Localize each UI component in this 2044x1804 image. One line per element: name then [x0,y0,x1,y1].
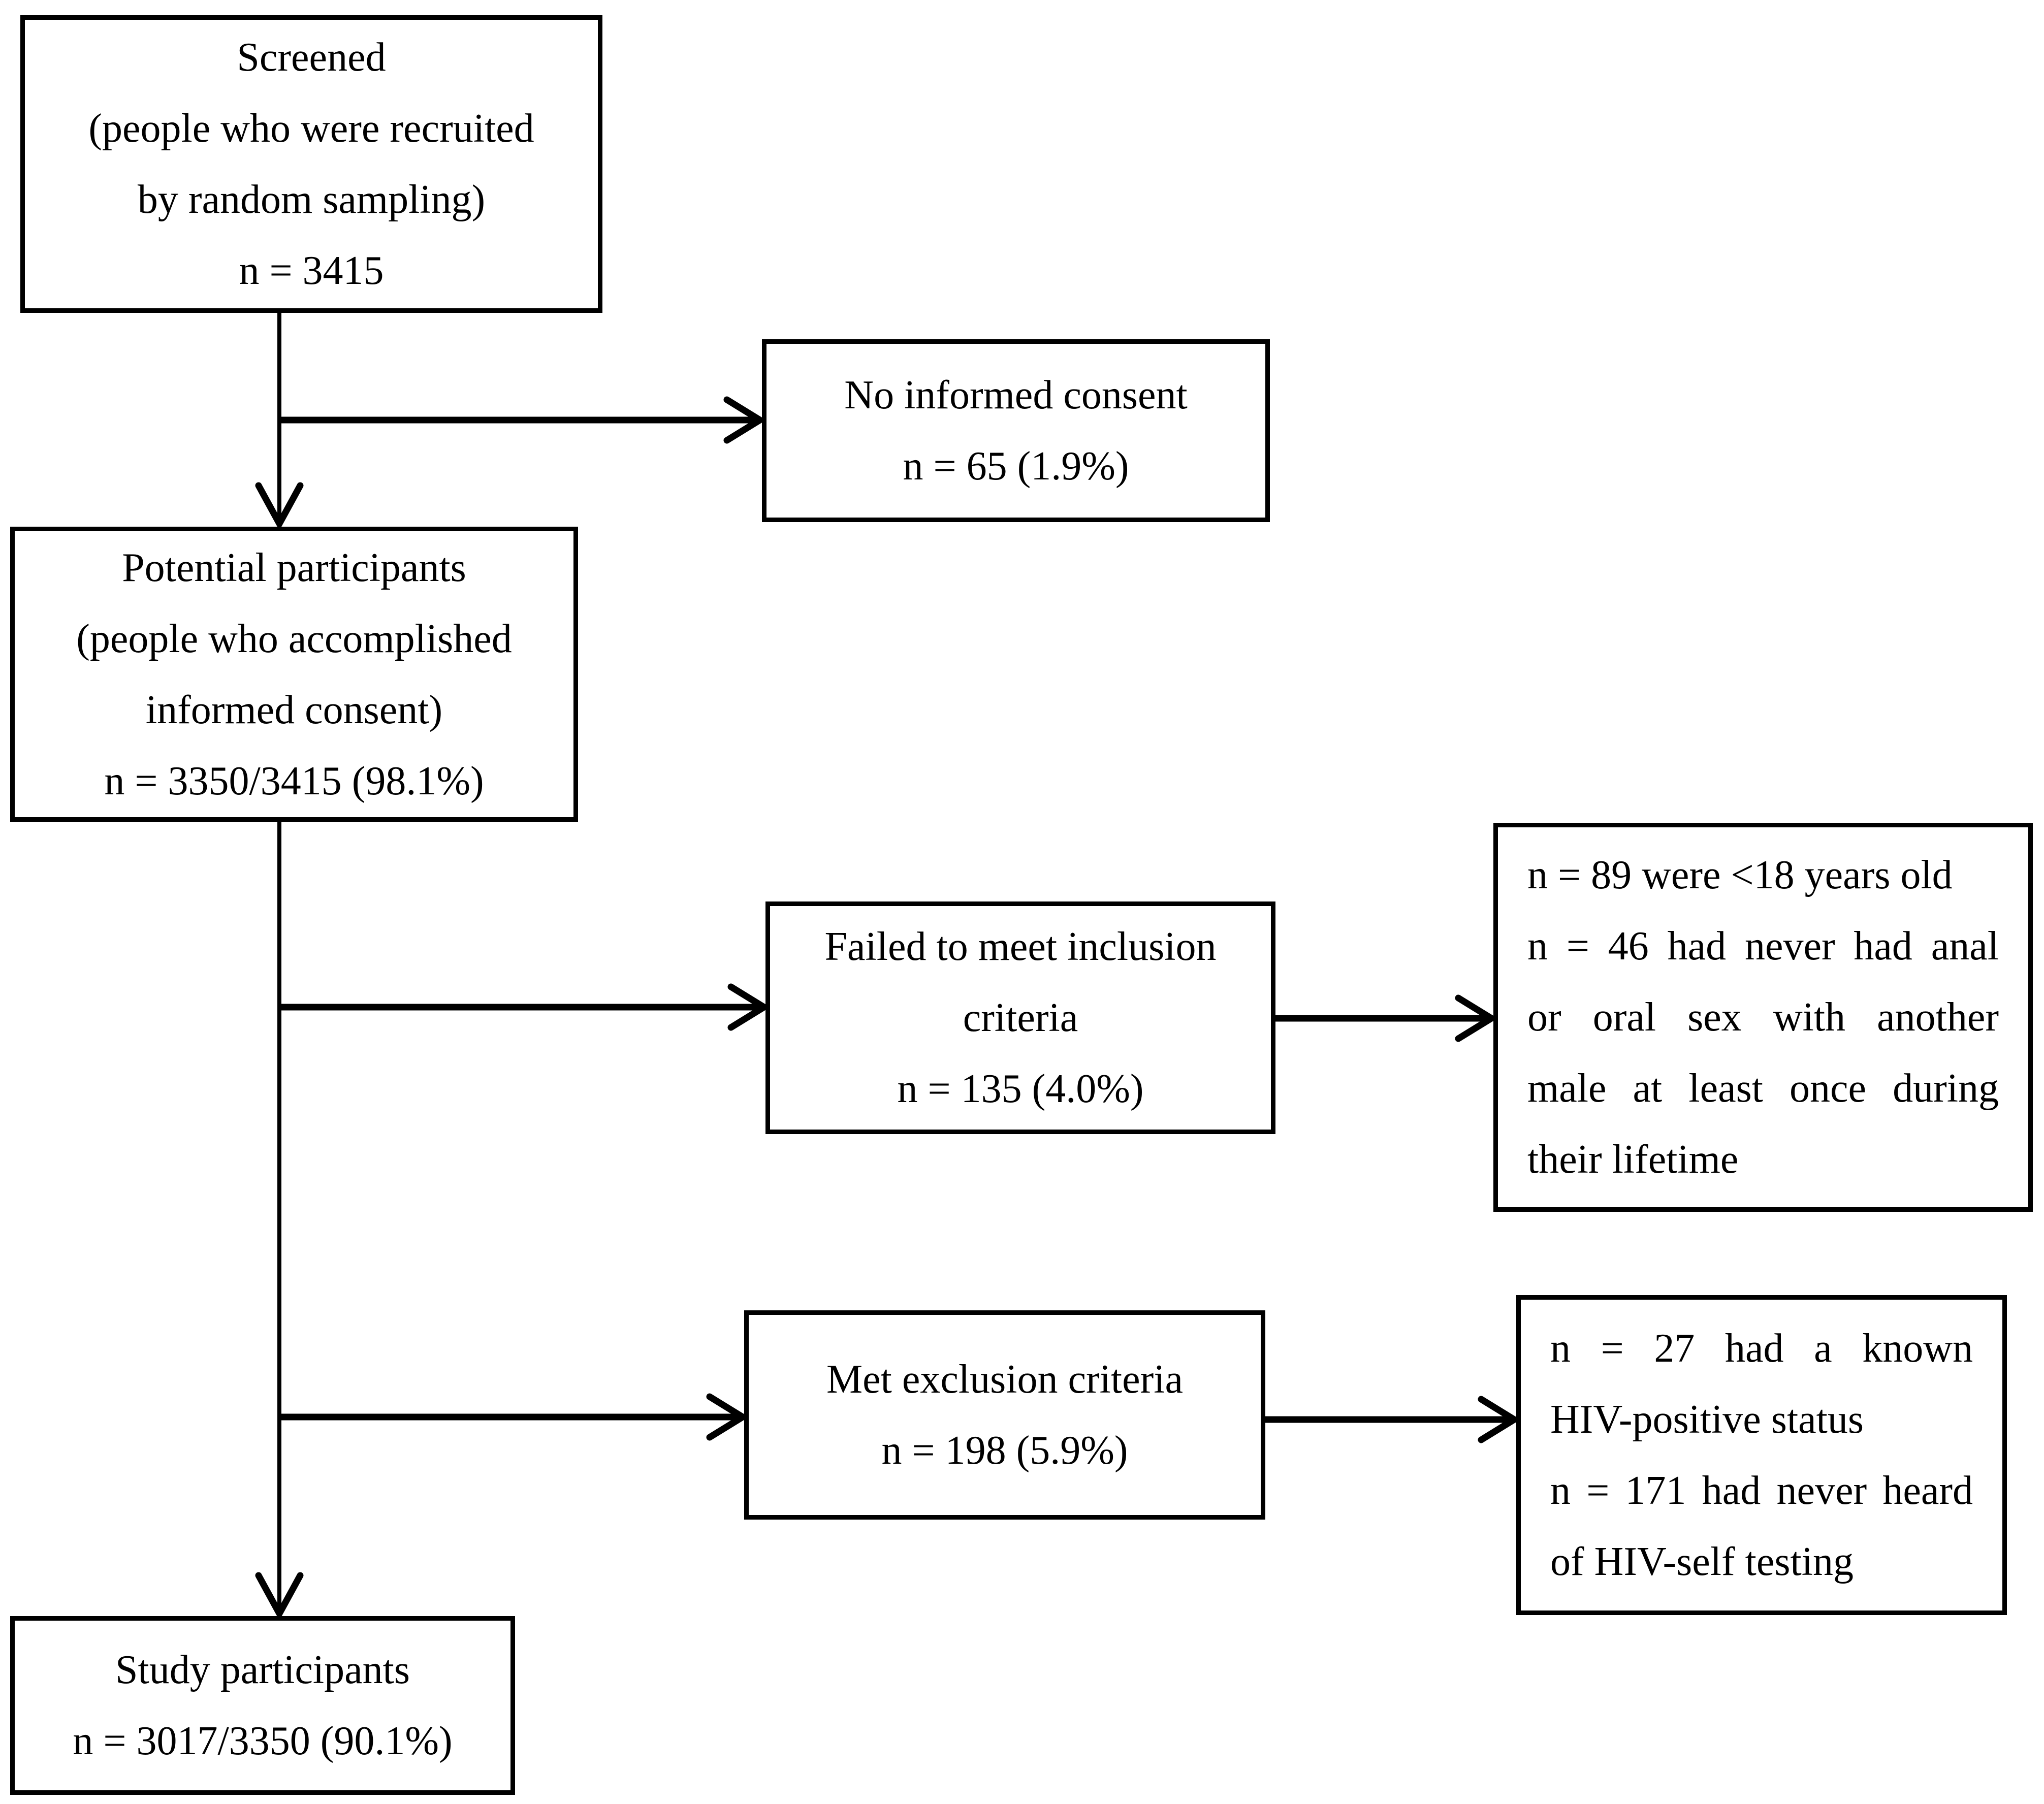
exclusion-reason-hivst-1: n = 171 had never heard [1550,1468,1973,1513]
arrow-to-exclusion-reasons-head [1478,1396,1521,1443]
potential-participants-box: Potential participants (people who accom… [10,527,578,822]
arrow-potential-to-study-head [255,1572,304,1621]
screened-count: n = 3415 [239,248,384,293]
arrow-to-inclusion-reasons-head [1455,994,1498,1042]
no-consent-count: n = 65 (1.9%) [903,444,1129,489]
inclusion-reason-sex-4: their lifetime [1527,1137,1739,1182]
met-exclusion-count: n = 198 (5.9%) [881,1428,1128,1473]
failed-inclusion-line-2: criteria [963,995,1078,1040]
inclusion-reason-sex-1: n = 46 had never had anal [1527,924,1999,969]
arrow-to-no-consent-head [723,396,766,444]
failed-inclusion-count: n = 135 (4.0%) [897,1067,1144,1111]
inclusion-reason-sex-3: male at least once during [1527,1066,1999,1111]
screened-line-3: by random sampling) [137,177,486,222]
exclusion-reason-hiv-2: HIV-positive status [1550,1397,1864,1442]
potential-count: n = 3350/3415 (98.1%) [104,758,484,803]
study-participants-count: n = 3017/3350 (90.1%) [73,1719,453,1763]
arrow-to-failed-inclusion-head [727,983,771,1031]
met-exclusion-label: Met exclusion criteria [826,1357,1183,1402]
exclusion-reason-hiv-1: n = 27 had a known [1550,1326,1973,1371]
failed-inclusion-box: Failed to meet inclusion criteria n = 13… [765,901,1275,1134]
study-participants-label: Study participants [115,1648,410,1692]
inclusion-reason-age: n = 89 were <18 years old [1527,853,1953,897]
no-consent-label: No informed consent [844,373,1188,417]
potential-line-3: informed consent) [145,687,443,732]
exclusion-reason-hivst-2: of HIV-self testing [1550,1539,1854,1584]
study-participants-box: Study participants n = 3017/3350 (90.1%) [10,1616,515,1795]
arrow-to-met-exclusion-head [706,1393,749,1441]
screened-line-2: (people who were recruited [88,106,534,151]
potential-line-2: (people who accomplished [76,616,512,661]
screened-box: Screened (people who were recruited by r… [20,15,602,313]
exclusion-reasons-box: n = 27 had a known HIV-positive status n… [1516,1295,2007,1615]
potential-line-1: Potential participants [122,545,466,590]
inclusion-reason-sex-2: or oral sex with another [1527,995,1999,1040]
screened-line-1: Screened [237,35,386,80]
no-informed-consent-box: No informed consent n = 65 (1.9%) [762,339,1270,522]
failed-inclusion-line-1: Failed to meet inclusion [824,924,1217,969]
met-exclusion-box: Met exclusion criteria n = 198 (5.9%) [744,1310,1265,1520]
arrow-screened-to-potential-head [255,482,304,531]
inclusion-failure-reasons-box: n = 89 were <18 years old n = 46 had nev… [1493,823,2033,1212]
